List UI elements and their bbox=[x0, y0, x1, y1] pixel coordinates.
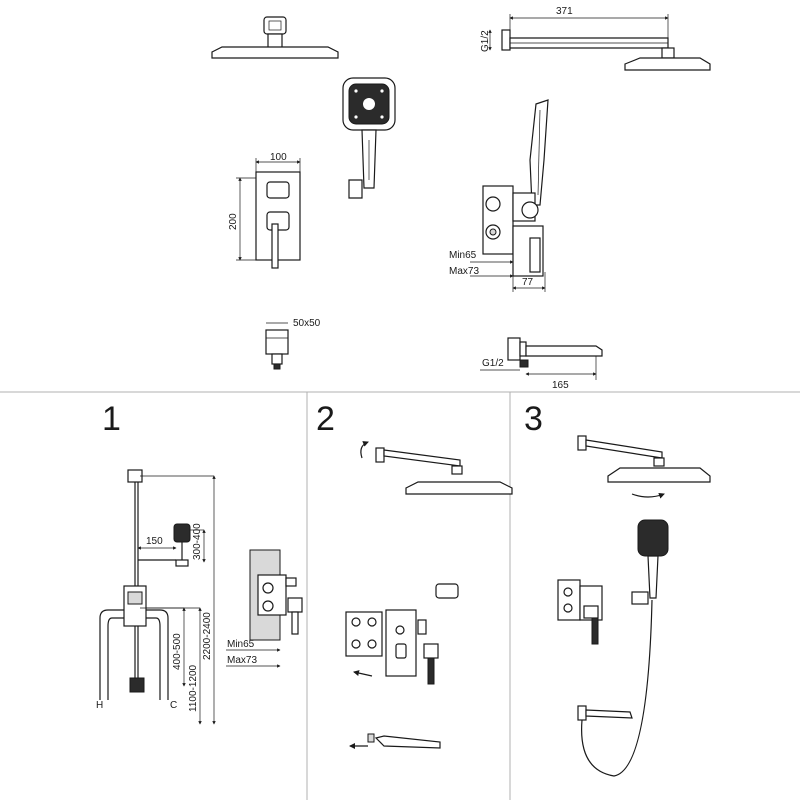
arm-thread-label: G1/2 bbox=[480, 30, 491, 52]
total-height-label: 2200-2400 bbox=[202, 612, 213, 660]
step1-max-depth-label: Max73 bbox=[227, 655, 257, 666]
hand-shower-front-view bbox=[342, 77, 396, 199]
wall-outlet-side-view: 50x50 bbox=[265, 318, 321, 370]
step-2-number: 2 bbox=[316, 400, 335, 438]
panel-width-label: 100 bbox=[270, 152, 287, 163]
mixer-valve-side-view: Min65 Max73 77 bbox=[449, 99, 549, 292]
handshower-offset-label: 150 bbox=[146, 536, 163, 547]
step-3-number: 3 bbox=[524, 400, 543, 438]
valve-to-spout-label: 400-500 bbox=[172, 633, 183, 670]
bath-spout-side-view: G1/2 165 bbox=[480, 337, 603, 391]
rain-shower-head-front-view bbox=[211, 16, 339, 59]
hot-water-label: H bbox=[96, 700, 103, 711]
arm-length-label: 371 bbox=[556, 6, 573, 17]
step-1-piping-layout: 150 300-400 400-500 1100-1200 2200-2400 … bbox=[96, 469, 216, 725]
step1-min-depth-label: Min65 bbox=[227, 639, 255, 650]
valve-projection-label: 77 bbox=[522, 277, 534, 288]
shower-arm-side-view: 371 G1/2 bbox=[480, 6, 711, 71]
spout-length-label: 165 bbox=[552, 380, 569, 391]
spout-thread-label: G1/2 bbox=[482, 358, 504, 369]
panel-height-label: 200 bbox=[228, 213, 239, 230]
step-2-exploded-assembly bbox=[345, 441, 513, 749]
valve-max-depth-label: Max73 bbox=[449, 266, 479, 277]
outlet-size-label: 50x50 bbox=[293, 318, 321, 329]
step-1-number: 1 bbox=[102, 400, 121, 438]
valve-height-label: 1100-1200 bbox=[188, 664, 199, 712]
cold-water-label: C bbox=[170, 700, 177, 711]
handshower-height-label: 300-400 bbox=[192, 523, 203, 560]
control-panel-front-view: 100 200 bbox=[228, 152, 301, 269]
step-1-valve-depth-view: Min65 Max73 bbox=[226, 549, 303, 668]
step-3-installed-view bbox=[557, 435, 711, 777]
valve-min-depth-label: Min65 bbox=[449, 250, 477, 261]
